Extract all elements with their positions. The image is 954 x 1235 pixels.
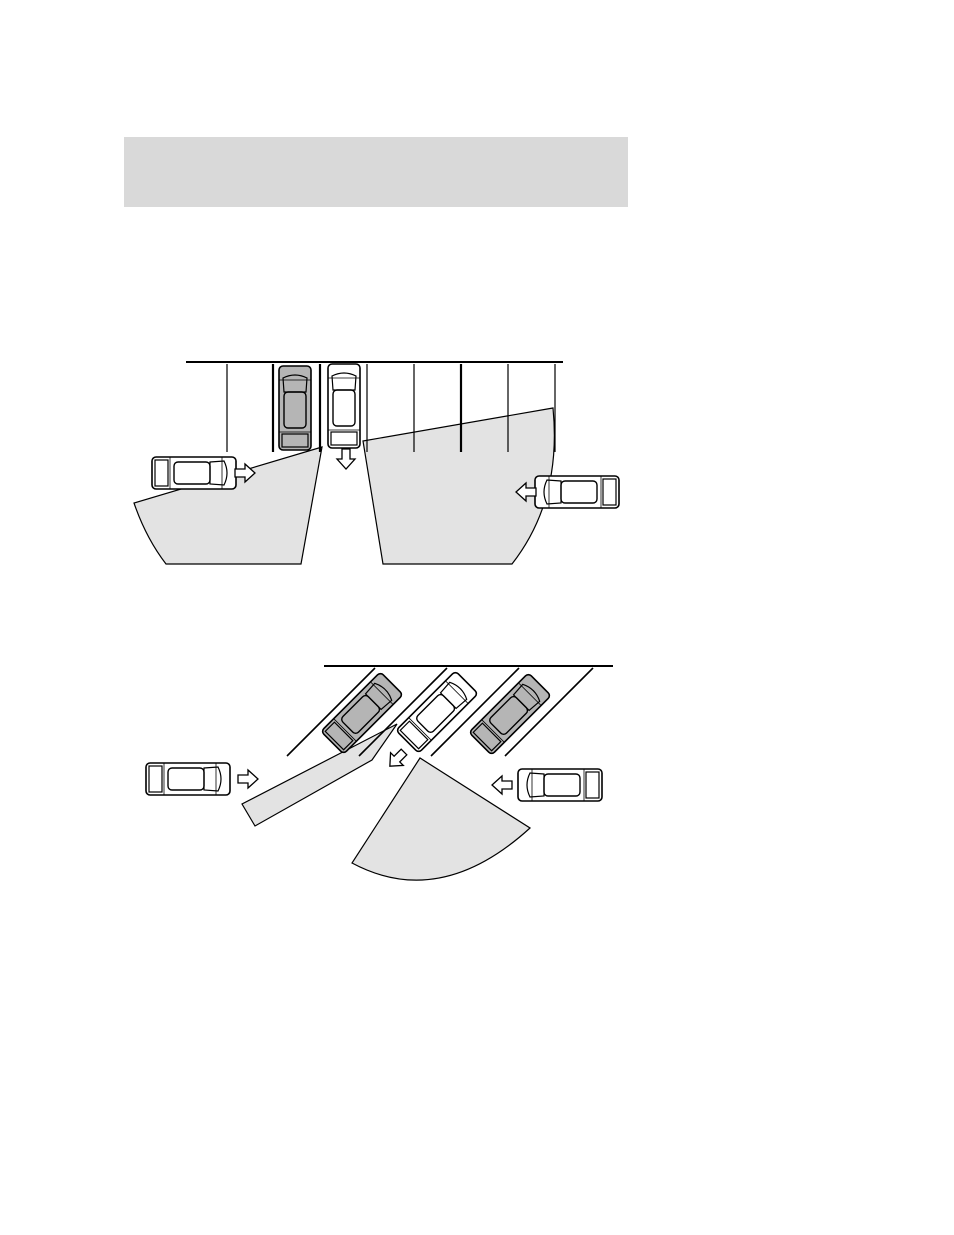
reverse-arrow-icon — [383, 746, 410, 773]
header-band — [124, 137, 628, 207]
blind-zone-fan — [352, 758, 530, 880]
blind-zone-narrow — [242, 724, 397, 826]
parked-car-right-icon — [469, 673, 551, 755]
reversing-car-icon — [396, 671, 478, 753]
approaching-car-right-icon — [535, 476, 619, 508]
arrow-right-icon — [238, 770, 258, 788]
approaching-car-left-icon — [146, 763, 230, 795]
approaching-car-left-icon — [152, 457, 236, 489]
parked-car-icon — [279, 366, 311, 450]
reverse-arrow-icon — [337, 449, 355, 469]
angled-parking-diagram — [0, 650, 954, 900]
reversing-car-icon — [328, 364, 360, 448]
perpendicular-parking-diagram — [0, 340, 954, 580]
approaching-car-right-icon — [518, 769, 602, 801]
arrow-left-icon — [492, 776, 512, 794]
